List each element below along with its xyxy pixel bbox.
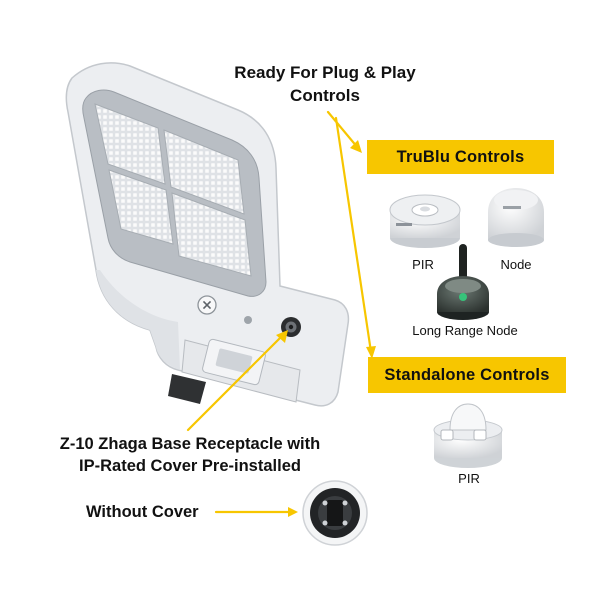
long-range-node-image: [437, 244, 489, 320]
standalone-pir-sensor-image: [433, 403, 503, 468]
arrow-to-standalone: [334, 116, 373, 354]
trublu-node-image: [488, 188, 544, 247]
receptacle-without-cover-image: [302, 480, 368, 546]
top-callout-line2: Controls: [290, 86, 360, 105]
standalone-controls-banner: Standalone Controls: [368, 357, 566, 393]
receptacle-callout-line2: IP-Rated Cover Pre-installed: [79, 457, 301, 475]
receptacle-callout-line1: Z-10 Zhaga Base Receptacle with: [59, 435, 321, 453]
standalone-pir-label: PIR: [458, 471, 480, 486]
arrow-to-receptacle: [186, 334, 284, 432]
top-callout-line1: Ready For Plug & Play: [234, 63, 416, 82]
without-cover-callout: Without Cover: [86, 503, 199, 521]
arrow-to-trublu: [326, 110, 360, 150]
long-range-node-label: Long Range Node: [412, 323, 518, 338]
callout-arrows: [186, 110, 373, 514]
top-callout: Ready For Plug & Play Controls: [220, 61, 430, 107]
trublu-pir-label: PIR: [412, 257, 434, 272]
standalone-controls-title: Standalone Controls: [384, 365, 550, 384]
receptacle-callout: Z-10 Zhaga Base Receptacle with IP-Rated…: [50, 433, 330, 477]
trublu-controls-title: TruBlu Controls: [396, 147, 525, 166]
trublu-controls-banner: TruBlu Controls: [367, 140, 554, 174]
arrowheads: [276, 140, 376, 517]
trublu-pir-sensor-image: [389, 194, 461, 248]
trublu-node-label: Node: [500, 257, 532, 272]
luminaire-fixture: [65, 62, 350, 407]
